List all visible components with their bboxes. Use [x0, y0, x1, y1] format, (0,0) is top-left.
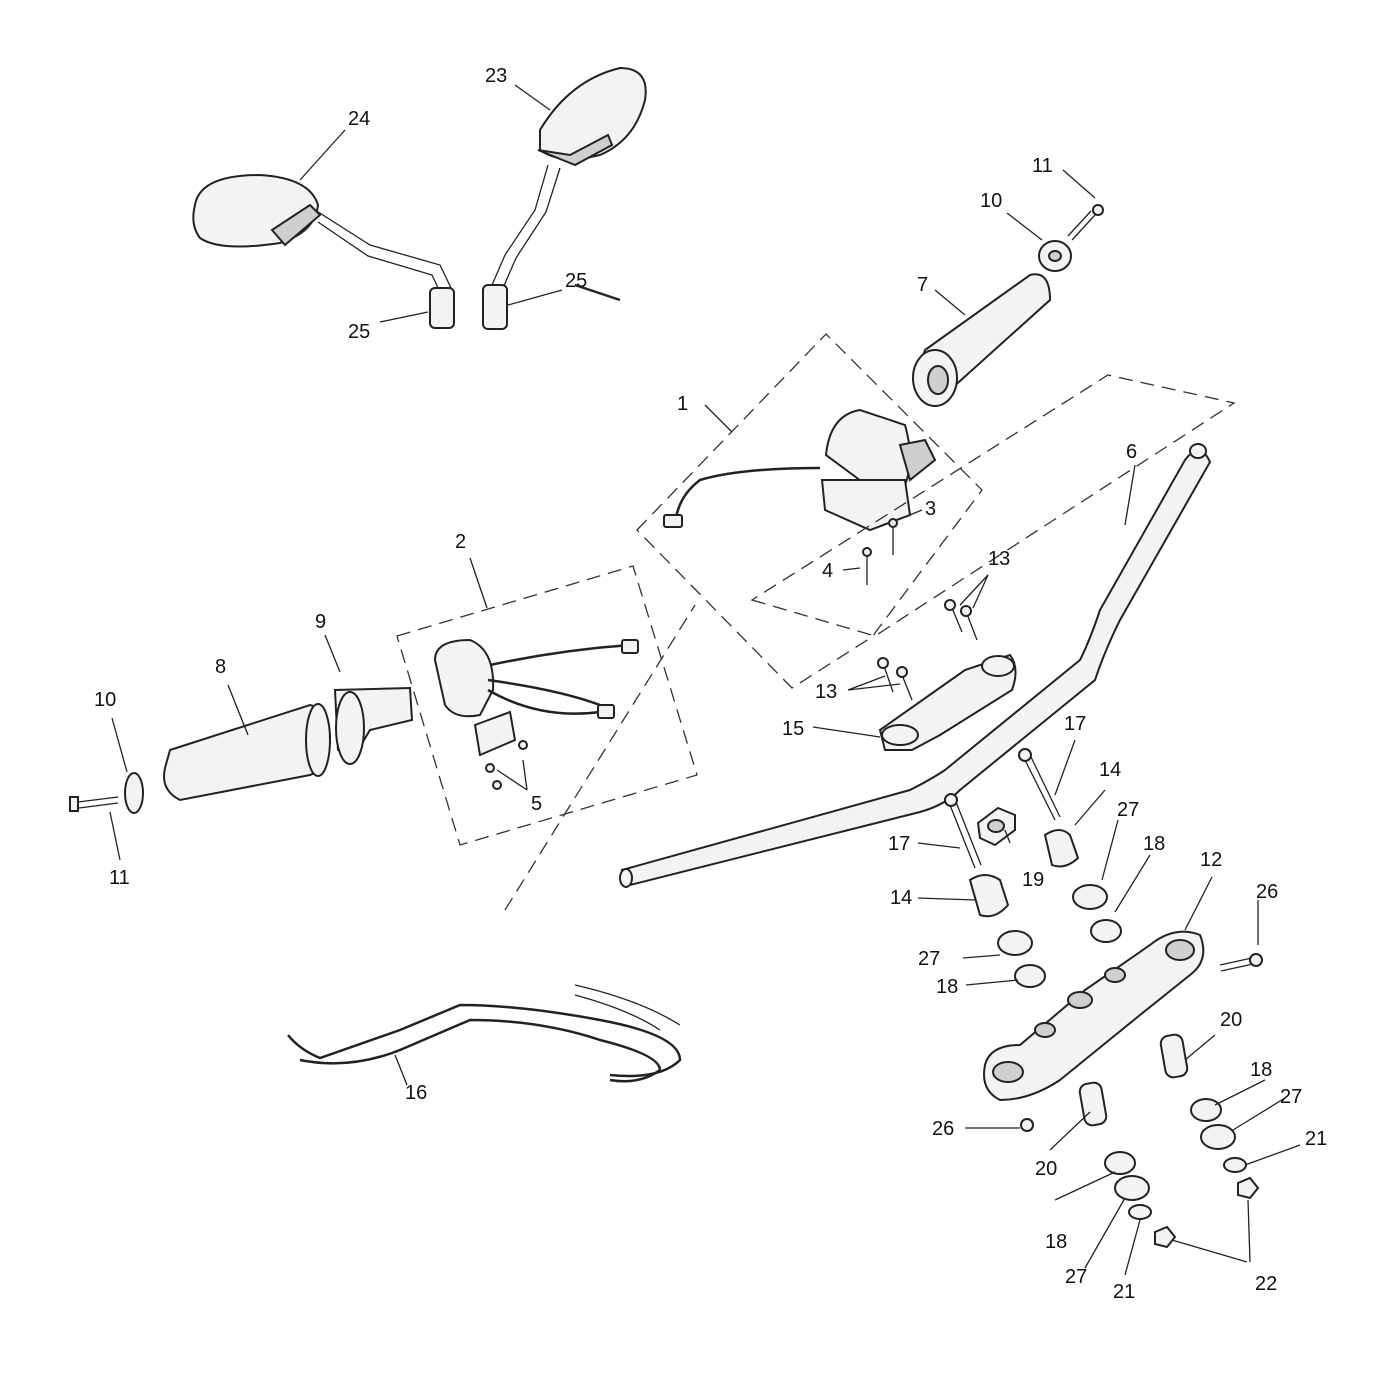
callout-7: 7: [917, 274, 928, 296]
callout-27c: 27: [1280, 1086, 1302, 1108]
callout-25b: 25: [348, 321, 370, 343]
left-switch-housing: [396, 565, 698, 846]
callout-18c: 18: [1250, 1059, 1272, 1081]
callout-3: 3: [925, 498, 936, 520]
callout-5: 5: [531, 793, 542, 815]
handlebar-riser-clamp: [877, 599, 1017, 751]
leader-lines: [109, 84, 1301, 1276]
callout-26a: 26: [932, 1118, 954, 1140]
throttle-tube: [333, 686, 414, 765]
callout-14b: 14: [890, 887, 912, 909]
callout-19: 19: [1022, 869, 1044, 891]
callout-27b: 27: [918, 948, 940, 970]
callout-2: 2: [455, 531, 466, 553]
callout-21b: 21: [1113, 1281, 1135, 1303]
mirror-right: [482, 66, 647, 330]
callout-6: 6: [1126, 441, 1137, 463]
right-switch-housing: [636, 333, 983, 689]
steering-nut: [976, 806, 1016, 847]
mirror-left: [192, 173, 455, 329]
callout-18a: 18: [1143, 833, 1165, 855]
upper-clamp-caps: [968, 829, 1080, 918]
callout-17a: 17: [1064, 713, 1086, 735]
callout-21a: 21: [1305, 1128, 1327, 1150]
callout-25a: 25: [565, 270, 587, 292]
callout-11b: 11: [1032, 155, 1053, 177]
callout-27a: 27: [1117, 799, 1139, 821]
callout-17b: 17: [888, 833, 910, 855]
callout-4: 4: [822, 560, 833, 582]
callout-10a: 10: [94, 689, 116, 711]
callout-1: 1: [677, 393, 688, 415]
callout-11a: 11: [109, 867, 130, 889]
callout-23: 23: [485, 65, 507, 87]
top-yoke: [983, 930, 1205, 1102]
callout-14a: 14: [1099, 759, 1121, 781]
callout-27d: 27: [1065, 1266, 1087, 1288]
callout-12: 12: [1200, 849, 1222, 871]
callout-8: 8: [215, 656, 226, 678]
callout-16: 16: [405, 1082, 427, 1104]
throttle-cables: [287, 283, 682, 1083]
callout-20a: 20: [1220, 1009, 1242, 1031]
right-grip: [912, 273, 1052, 407]
callout-22: 22: [1255, 1273, 1277, 1295]
callout-18b: 18: [936, 976, 958, 998]
callout-13a: 13: [988, 548, 1010, 570]
callout-26b: 26: [1256, 881, 1278, 903]
left-grip: [163, 703, 332, 802]
callout-24: 24: [348, 108, 370, 130]
callout-15: 15: [782, 718, 804, 740]
callout-9: 9: [315, 611, 326, 633]
bar-end-washer-right: [1038, 240, 1072, 272]
callout-13b: 13: [815, 681, 837, 703]
callout-10b: 10: [980, 190, 1002, 212]
clamp-bolts: [944, 748, 1061, 869]
bar-end-washer-left: [124, 772, 144, 814]
bar-end-screw-left: [69, 796, 119, 812]
bar-end-screw-right: [1067, 204, 1104, 241]
callout-20b: 20: [1035, 1158, 1057, 1180]
callout-18d: 18: [1045, 1231, 1067, 1253]
washers-nuts: [1128, 1157, 1260, 1249]
yoke-bolts: [1020, 953, 1263, 1132]
rubber-mounts: [997, 884, 1236, 1201]
callout-labels: 1 2 3 4 5 6 7 8 9 10 10 11 11 12 13 13 1…: [94, 65, 1327, 1303]
